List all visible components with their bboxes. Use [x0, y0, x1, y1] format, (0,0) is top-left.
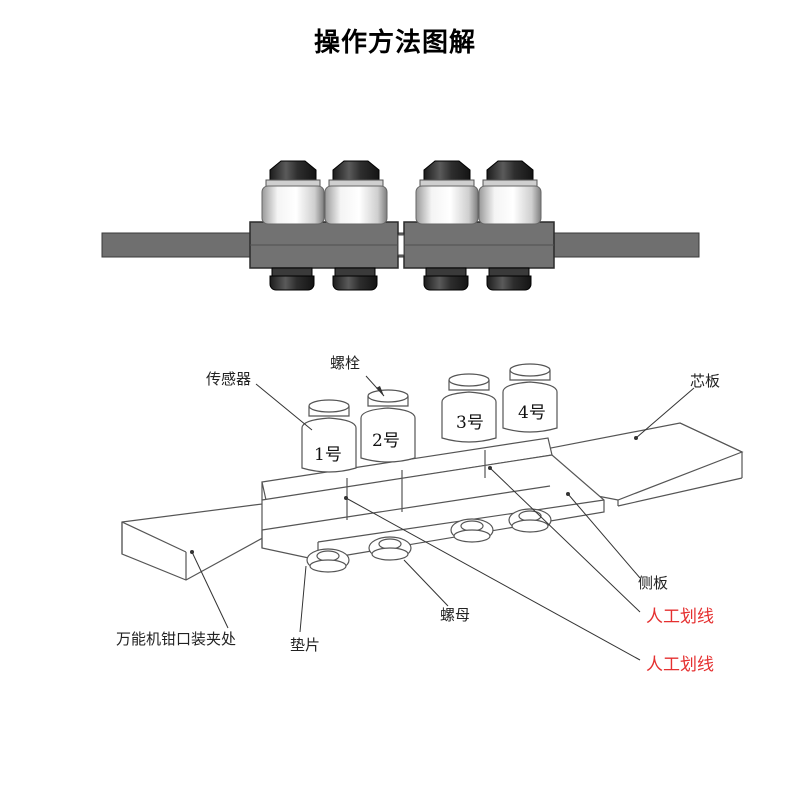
label-sensor: 传感器 — [206, 370, 251, 388]
top-bottom-nuts — [269, 267, 532, 291]
top-assembly-view — [101, 160, 700, 291]
page-title: 操作方法图解 — [313, 28, 476, 58]
label-manual-line-2: 人工划线 — [646, 655, 714, 675]
label-washer: 垫片 — [290, 636, 320, 654]
top-sensor-2 — [324, 160, 388, 225]
top-sensor-3 — [415, 160, 479, 225]
label-core-plate: 芯板 — [690, 372, 720, 390]
sensor-number-1: 1号 — [314, 445, 342, 465]
isometric-drawing — [121, 363, 744, 661]
drawing-sensor-3 — [441, 373, 497, 443]
leader-lines — [191, 375, 695, 661]
label-bolt: 螺栓 — [330, 354, 360, 372]
label-nut: 螺母 — [440, 606, 470, 624]
label-manual-line-1: 人工划线 — [646, 607, 714, 627]
drawing-sensor-1 — [301, 399, 357, 473]
drawing-sensor-4 — [502, 363, 558, 433]
label-clamp: 万能机钳口装夹处 — [116, 630, 236, 648]
sensor-number-4: 4号 — [518, 403, 546, 423]
top-sensor-4 — [478, 160, 542, 225]
top-sensor-1 — [261, 160, 325, 225]
bar-gap — [397, 234, 405, 256]
drawing-nuts — [306, 508, 552, 573]
label-side-plate: 侧板 — [638, 574, 668, 592]
sensor-number-3: 3号 — [456, 413, 484, 433]
drawing-sensor-2 — [360, 389, 416, 463]
sensor-number-2: 2号 — [372, 431, 400, 451]
